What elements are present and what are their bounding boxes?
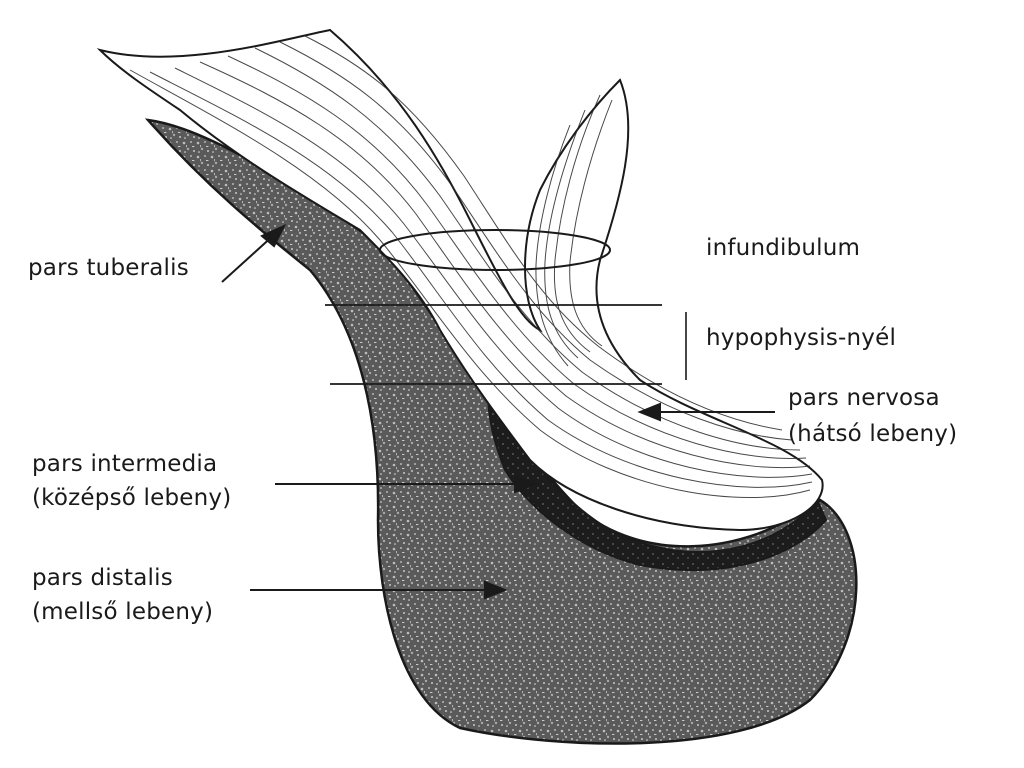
neurohypophysis-region bbox=[96, 28, 824, 532]
pars-intermedia-region bbox=[487, 391, 828, 571]
label-infundibulum: infundibulum bbox=[706, 235, 861, 261]
label-hypophysis-nyel: hypophysis-nyél bbox=[706, 325, 897, 351]
leader-lines bbox=[221, 223, 775, 600]
label-pars-nervosa-sub: (hátsó lebeny) bbox=[788, 421, 958, 447]
infundibulum-loop bbox=[379, 229, 611, 271]
label-pars-tuberalis: pars tuberalis bbox=[28, 255, 189, 281]
label-pars-distalis: pars distalis bbox=[32, 565, 173, 591]
label-pars-intermedia-sub: (középső lebeny) bbox=[32, 485, 232, 511]
label-pars-distalis-sub: (mellső lebeny) bbox=[32, 599, 214, 625]
label-pars-intermedia: pars intermedia bbox=[32, 451, 218, 477]
label-pars-nervosa: pars nervosa bbox=[788, 385, 940, 411]
